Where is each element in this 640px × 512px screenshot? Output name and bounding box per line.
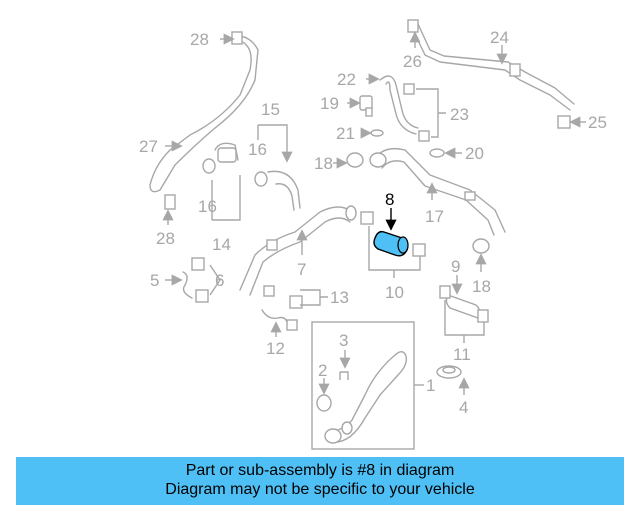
- part-27-pipe[interactable]: [149, 31, 259, 210]
- part-21-washer[interactable]: [370, 129, 384, 137]
- oring-18-right[interactable]: [472, 238, 490, 254]
- part-9-hose[interactable]: [439, 285, 489, 323]
- clip-26[interactable]: [407, 19, 419, 33]
- callout-21: 21: [336, 124, 355, 143]
- callout-9: 9: [451, 257, 460, 276]
- callout-28-top: 28: [190, 30, 209, 49]
- clip-6-bottom[interactable]: [195, 289, 209, 303]
- callout-15: 15: [261, 100, 280, 119]
- clamp-11-left[interactable]: [439, 285, 451, 299]
- part-16-hose-left[interactable]: [202, 142, 239, 174]
- clamp-11-right[interactable]: [477, 309, 489, 323]
- parts-diagram: 28 27 28 15 16 16 14 5 6 7: [139, 19, 607, 450]
- callout-19: 19: [320, 94, 339, 113]
- callout-20: 20: [465, 144, 484, 163]
- part-1-radiator-hose[interactable]: [324, 351, 408, 444]
- part-8-hose-highlighted[interactable]: [373, 230, 409, 257]
- banner-line-1: Part or sub-assembly is #8 in diagram: [185, 462, 455, 479]
- callout-13: 13: [330, 288, 349, 307]
- callout-2: 2: [318, 361, 327, 380]
- clip-28-top[interactable]: [231, 31, 243, 45]
- callout-26: 26: [403, 52, 422, 71]
- part-3-clip[interactable]: [339, 371, 349, 380]
- callout-18-right: 18: [472, 277, 491, 296]
- clip-23-top[interactable]: [403, 83, 415, 95]
- part-17-pipe[interactable]: [369, 147, 506, 236]
- clip-6-top[interactable]: [191, 257, 205, 271]
- clamp-10-right[interactable]: [412, 243, 426, 257]
- part-19-sensor[interactable]: [359, 95, 373, 117]
- callout-8: 8: [385, 190, 394, 209]
- callout-11: 11: [453, 345, 471, 364]
- part-5-hose[interactable]: [182, 257, 209, 303]
- banner-line-2: Diagram may not be specific to your vehi…: [165, 481, 475, 498]
- clamp-10-left[interactable]: [360, 211, 374, 225]
- callout-10: 10: [385, 283, 404, 302]
- part-1-box: [311, 321, 415, 450]
- callout-12: 12: [266, 339, 285, 358]
- part-2-oring[interactable]: [316, 394, 332, 412]
- callout-7: 7: [297, 260, 306, 279]
- callout-5: 5: [150, 271, 159, 290]
- clip-25[interactable]: [557, 115, 571, 129]
- part-16-hose-right[interactable]: [254, 170, 301, 211]
- part-7-pipe[interactable]: [239, 205, 357, 297]
- part-info-banner: Part or sub-assembly is #8 in diagram Di…: [16, 457, 624, 505]
- callout-16-left: 16: [198, 197, 217, 216]
- clip-28-bottom[interactable]: [164, 194, 176, 210]
- clip-23-bottom[interactable]: [418, 130, 430, 142]
- callout-14: 14: [212, 235, 231, 254]
- clip-13-a[interactable]: [289, 295, 303, 309]
- callout-22: 22: [337, 70, 356, 89]
- clamp-16-left[interactable]: [202, 158, 216, 174]
- part-24-pipe[interactable]: [411, 23, 575, 111]
- callout-24: 24: [490, 28, 509, 47]
- callout-4: 4: [459, 398, 468, 417]
- callout-3: 3: [339, 331, 348, 350]
- callout-16-right: 16: [248, 140, 267, 159]
- part-12-hose[interactable]: [261, 295, 303, 331]
- part-20-clamp[interactable]: [429, 148, 445, 158]
- part-4-clamp[interactable]: [436, 365, 462, 379]
- callout-6: 6: [215, 271, 224, 290]
- callout-28-bottom: 28: [156, 229, 175, 248]
- callout-23: 23: [450, 105, 469, 124]
- callout-18-left: 18: [314, 154, 333, 173]
- callout-25: 25: [588, 113, 607, 132]
- callout-27: 27: [139, 137, 158, 156]
- clip-13-b[interactable]: [286, 319, 298, 331]
- callout-1: 1: [426, 376, 435, 395]
- callout-17: 17: [425, 207, 444, 226]
- part-22-hose[interactable]: [379, 75, 419, 135]
- clamp-16-right[interactable]: [254, 171, 268, 187]
